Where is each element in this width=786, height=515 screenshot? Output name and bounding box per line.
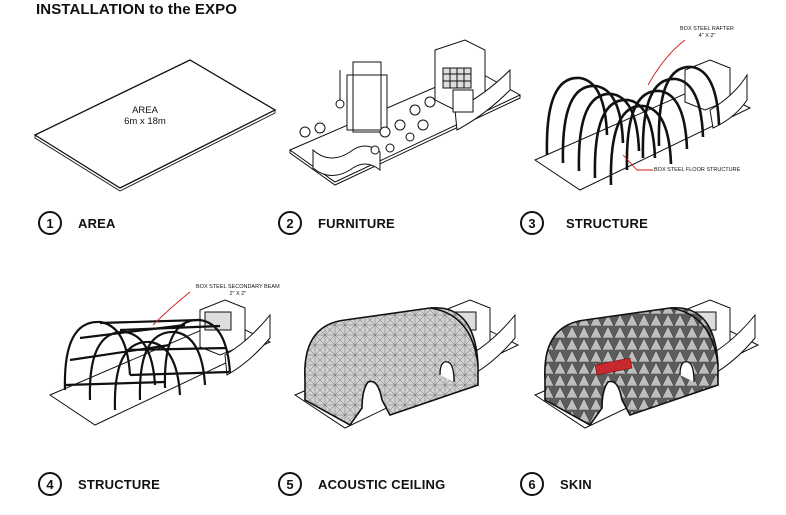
rafter-note: BOX STEEL RAFTER 4" X 2" bbox=[680, 26, 734, 39]
acoustic-ceiling-drawing bbox=[293, 299, 520, 429]
step-label: AREA bbox=[78, 215, 116, 231]
step-number-badge: 1 bbox=[38, 211, 62, 235]
step-number-badge: 5 bbox=[278, 472, 302, 496]
panel-furniture bbox=[285, 39, 525, 190]
step-label: STRUCTURE bbox=[566, 215, 648, 231]
area-caption-line1: AREA bbox=[132, 105, 158, 116]
panel-structure-rafters bbox=[525, 30, 755, 195]
area-plan-drawing bbox=[33, 59, 277, 192]
area-caption: AREA 6m x 18m bbox=[100, 105, 190, 127]
step-label: ACOUSTIC CEILING bbox=[318, 476, 446, 492]
step-1: 1 AREA bbox=[38, 211, 116, 235]
step-5: 5 ACOUSTIC CEILING bbox=[278, 472, 445, 496]
step-number-badge: 6 bbox=[520, 472, 544, 496]
secondary-callout-line bbox=[152, 291, 191, 326]
panel-skin bbox=[530, 290, 765, 440]
secondary-beam-drawing bbox=[48, 291, 272, 426]
step-label: FURNITURE bbox=[318, 215, 395, 231]
area-caption-line2: 6m x 18m bbox=[124, 116, 166, 127]
floor-note: BOX STEEL FLOOR STRUCTURE bbox=[654, 167, 741, 173]
step-3: 3 STRUCTURE bbox=[520, 211, 648, 235]
panel-acoustic-ceiling bbox=[290, 290, 525, 440]
step-number-badge: 2 bbox=[278, 211, 302, 235]
step-2: 2 FURNITURE bbox=[278, 211, 395, 235]
secondary-note: BOX STEEL SECONDARY BEAM 2" X 2" bbox=[196, 284, 280, 297]
furniture-drawing bbox=[288, 39, 522, 186]
step-number-badge: 3 bbox=[520, 211, 544, 235]
rafter-callout-line bbox=[622, 39, 686, 171]
step-4: 4 STRUCTURE bbox=[38, 472, 160, 496]
panel-area bbox=[30, 50, 280, 192]
secondary-note-line2: 2" X 2" bbox=[229, 290, 247, 297]
rafter-drawing bbox=[533, 39, 752, 191]
rafter-note-line2: 4" X 2" bbox=[698, 32, 716, 39]
secondary-note-line1: BOX STEEL SECONDARY BEAM bbox=[196, 284, 280, 290]
panel-structure-secondary bbox=[45, 290, 285, 440]
page-title: INSTALLATION to the EXPO bbox=[36, 1, 238, 18]
step-label: SKIN bbox=[560, 476, 592, 492]
step-number-badge: 4 bbox=[38, 472, 62, 496]
step-6: 6 SKIN bbox=[520, 472, 592, 496]
skin-logo-mark bbox=[594, 357, 633, 376]
skin-drawing bbox=[533, 299, 760, 429]
step-label: STRUCTURE bbox=[78, 476, 160, 492]
rafter-note-line1: BOX STEEL RAFTER bbox=[680, 26, 734, 32]
